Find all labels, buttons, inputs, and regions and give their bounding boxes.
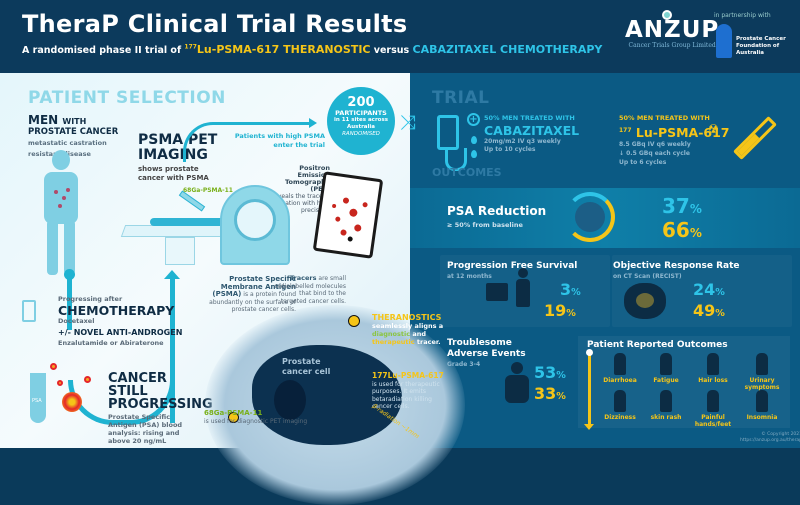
pro-item-fatigue: Fatigue xyxy=(640,353,692,384)
iv-bag-icon xyxy=(22,300,36,322)
pcfa-logo: in partnership with Prostate Cancer Foun… xyxy=(714,12,786,58)
cancer-still-progressing-block: CANCER STILL PROGRESSING Prostate Specif… xyxy=(108,371,213,445)
hair-loss-icon xyxy=(707,353,719,375)
flow-arrow xyxy=(164,270,180,423)
trial-panel xyxy=(410,73,800,448)
painful-hands-icon xyxy=(707,390,719,412)
radiation-icon: ☢ xyxy=(708,122,719,136)
sick-person-icon xyxy=(505,362,529,404)
prostate-cancer-cell-icon: Prostate cancer cell xyxy=(252,345,402,445)
iv-drip-icon xyxy=(437,115,467,171)
anzup-logo-icon xyxy=(662,10,672,20)
pfs-title: Progression Free Survival xyxy=(447,261,578,271)
outcomes-heading: OUTCOMES xyxy=(432,166,502,179)
arrow-down-icon xyxy=(584,349,594,430)
patient-reported-outcomes-card xyxy=(578,336,790,428)
dizziness-icon xyxy=(614,390,626,412)
pro-item-diarrhoea: Diarrhoea xyxy=(594,353,646,384)
psa-ring-icon xyxy=(565,192,615,242)
chemotherapy-block: Progressing after CHEMOTHERAPY Docetaxel… xyxy=(58,295,183,347)
pro-item-hair-loss: Hair loss xyxy=(687,353,739,384)
pet-description: Positron Emission Tomography (PET) revea… xyxy=(271,164,330,215)
drop-icon xyxy=(471,136,477,144)
psa-reduction-label: PSA Reduction ≥ 50% from baseline xyxy=(447,204,547,229)
patient-selection-heading: PATIENT SELECTION xyxy=(28,88,226,108)
pro-title: Patient Reported Outcomes xyxy=(587,340,728,350)
ga-description: 68Ga-PSMA-11 is used for diagnostic PET … xyxy=(204,409,308,425)
high-psma-note: Patients with high PSMA enter the trial xyxy=(234,132,325,149)
drop-icon xyxy=(471,150,477,158)
flow-arrow xyxy=(64,269,75,330)
lu-description: 177Lu-PSMA-617 is used for therapeutic p… xyxy=(372,371,444,410)
cancer-burst-icon xyxy=(62,392,82,412)
diarrhoea-icon xyxy=(614,353,626,375)
ga-tracer-label: 68Ga-PSMA-11 xyxy=(183,187,233,194)
header-bar: TheraP Clinical Trial Results A randomis… xyxy=(0,0,800,73)
orr-cab-value: 24% xyxy=(693,280,725,299)
calendar-icon xyxy=(486,283,508,301)
pet-scan-image xyxy=(312,171,384,259)
psa-lu-value: 66% xyxy=(662,218,702,242)
pfs-subtitle: at 12 months xyxy=(447,273,492,280)
cancer-dot-icon xyxy=(57,380,63,386)
psa-test-tube-icon: PSA xyxy=(30,373,46,423)
pfs-lu-value: 19% xyxy=(544,301,576,320)
anzup-logo: ANZUP Cancer Trials Group Limited xyxy=(625,10,719,49)
flow-arrow xyxy=(183,118,317,162)
pro-item-dizziness: Dizziness xyxy=(594,390,646,421)
cancer-dot-icon xyxy=(50,363,57,370)
radiation-icon xyxy=(348,315,360,327)
pet-scanner-icon xyxy=(220,185,290,265)
skin-rash-icon xyxy=(660,390,672,412)
plus-icon: + xyxy=(467,113,480,126)
tumor-icon xyxy=(624,283,666,319)
theranostics-block: THERANOSTICS seamlessly aligns a diagnos… xyxy=(372,313,444,347)
participants-badge: 200 PARTICIPANTS in 11 sites across Aust… xyxy=(327,87,395,155)
pro-item-insomnia: Insomnia xyxy=(736,390,788,421)
radiation-icon xyxy=(228,412,239,423)
ae-lu-value: 33% xyxy=(534,384,566,403)
ribbon-icon xyxy=(716,24,732,58)
patient-lying-icon xyxy=(150,218,230,226)
ae-cab-value: 53% xyxy=(534,363,566,382)
scanner-bed-base-icon xyxy=(165,237,195,265)
copyright: © Copyright 2021 https://anzup.org.au/th… xyxy=(740,432,800,443)
scanner-bed-icon xyxy=(120,225,236,237)
human-body-icon xyxy=(38,150,84,280)
urinary-icon xyxy=(756,353,768,375)
trial-heading: TRIAL xyxy=(432,88,490,108)
orr-lu-value: 49% xyxy=(693,301,725,320)
pfs-cab-value: 3% xyxy=(560,280,581,299)
psa-cab-value: 37% xyxy=(662,194,702,218)
shuffle-icon: ⤨ xyxy=(400,110,416,134)
pro-item-urinary: Urinary symptoms xyxy=(736,353,788,391)
walking-person-icon xyxy=(516,268,530,308)
lu-psma-arm: 50% MEN TREATED WITH 177 Lu-PSMA-617 8.5… xyxy=(619,114,730,167)
insomnia-icon xyxy=(756,390,768,412)
ae-subtitle: Grade 3-4 xyxy=(447,361,481,368)
orr-subtitle: on CT Scan (RECIST) xyxy=(613,273,682,280)
pro-item-skin-rash: skin rash xyxy=(640,390,692,421)
orr-title: Objective Response Rate xyxy=(613,261,740,271)
tracers-description: Tracers are small radiolabelled molecule… xyxy=(274,274,346,305)
cancer-dot-icon xyxy=(84,376,91,383)
ae-title: Troublesome Adverse Events xyxy=(447,338,526,359)
fatigue-icon xyxy=(660,353,672,375)
page-subtitle: A randomised phase II trial of 177Lu-PSM… xyxy=(22,43,603,56)
pro-item-painful-hands: Painful hands/feet xyxy=(687,390,739,428)
cabazitaxel-arm: 50% MEN TREATED WITH CABAZITAXEL 20mg/m2… xyxy=(484,114,580,153)
page-title: TheraP Clinical Trial Results xyxy=(22,10,408,38)
